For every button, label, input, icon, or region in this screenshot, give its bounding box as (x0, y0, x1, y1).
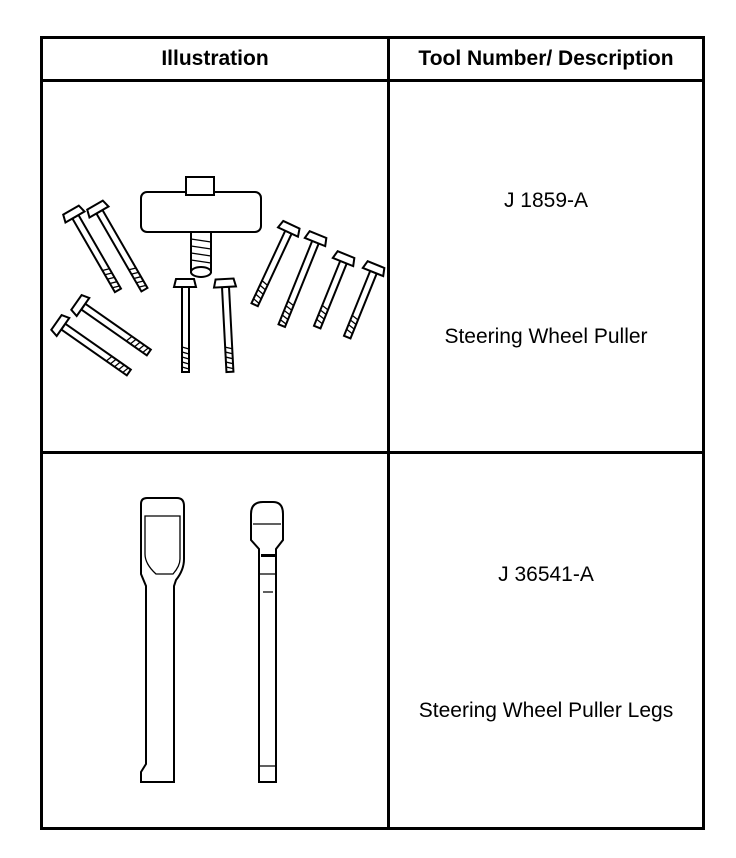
header-tool-description: Tool Number/ Description (418, 47, 674, 70)
steering-wheel-puller-icon (43, 82, 387, 451)
tool-description-2: Steering Wheel Puller Legs (418, 699, 674, 722)
tool-number-1: J 1859-A (503, 189, 589, 212)
tool-table: Illustration Tool Number/ Description (40, 36, 705, 830)
tool-number-2: J 36541-A (498, 563, 594, 586)
puller-legs-icon (43, 454, 387, 827)
header-illustration: Illustration (161, 47, 269, 70)
tool-description-1: Steering Wheel Puller (444, 325, 648, 348)
column-divider (387, 39, 390, 827)
header-divider (43, 79, 702, 82)
row-divider (43, 451, 702, 454)
